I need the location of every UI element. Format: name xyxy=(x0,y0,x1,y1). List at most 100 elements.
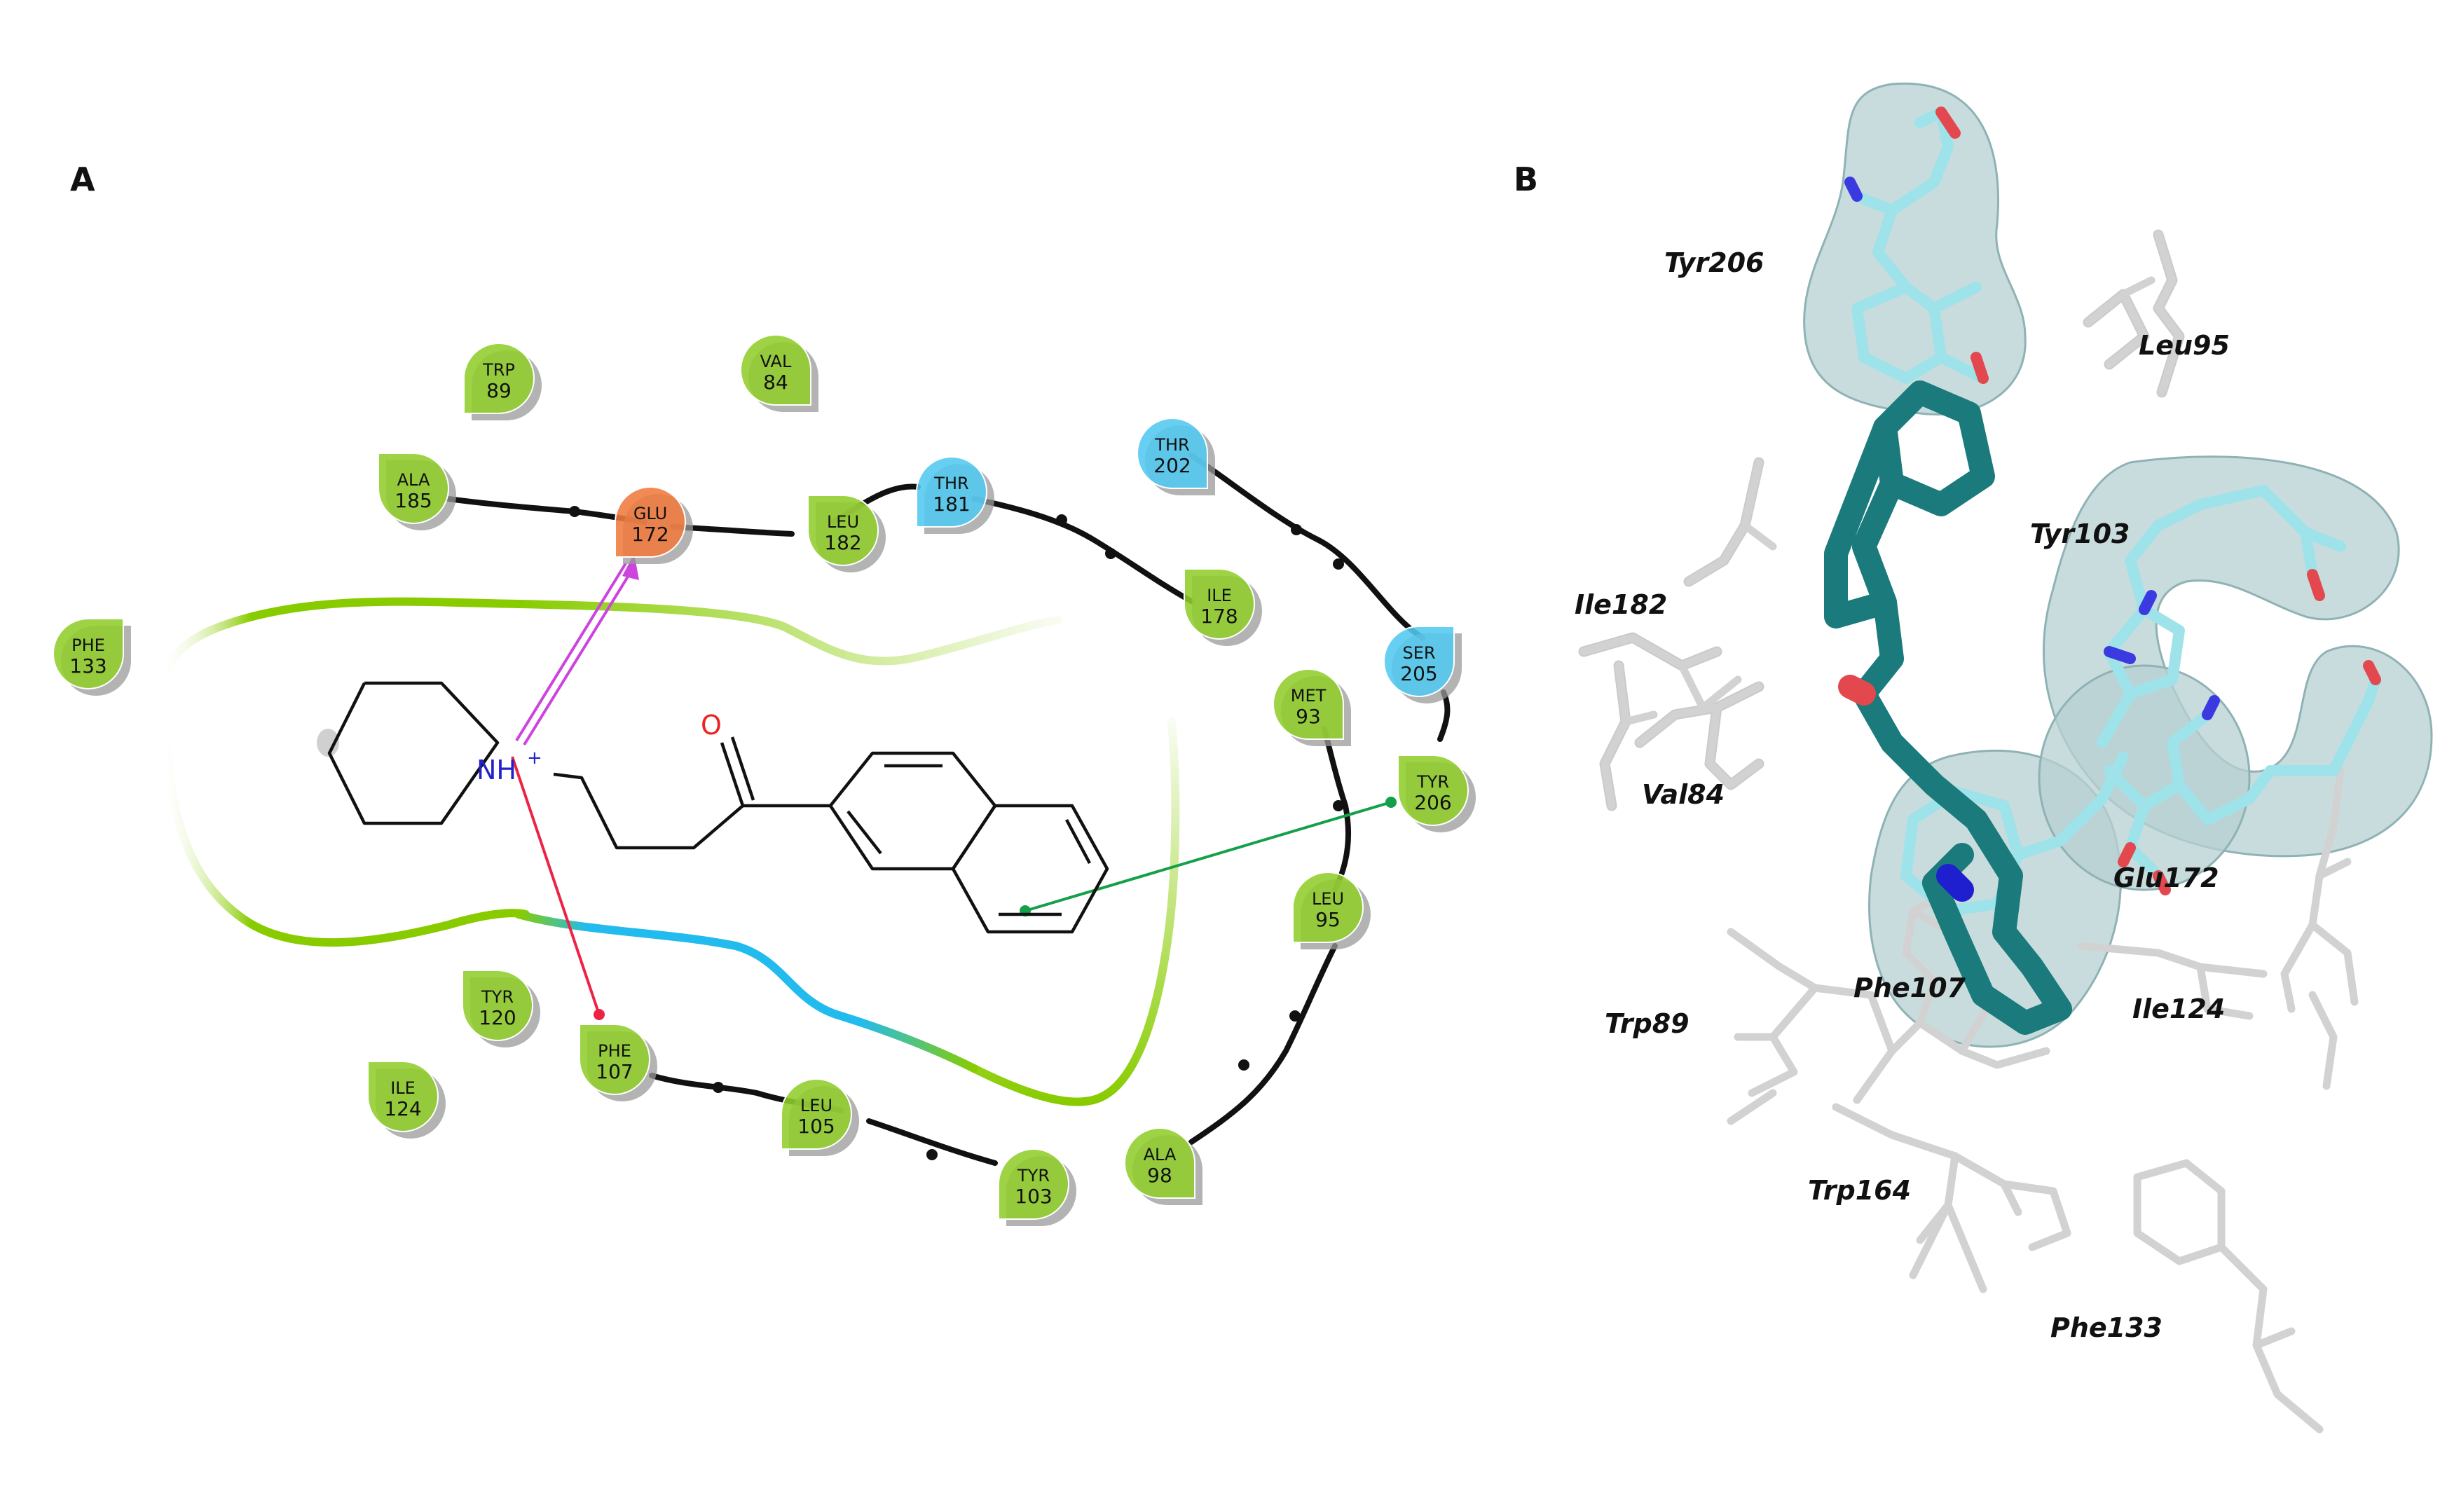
residue-name: ILE xyxy=(1207,586,1232,605)
residue-name: TRP xyxy=(482,360,515,380)
residue-number: 105 xyxy=(797,1115,835,1138)
residue-marker xyxy=(781,1078,852,1150)
residue-marker xyxy=(1397,755,1469,826)
residue-marker xyxy=(1383,626,1455,697)
residue-marker xyxy=(462,970,533,1041)
residue-name: VAL xyxy=(760,352,792,371)
tyr103-stick xyxy=(2097,485,2318,748)
residue-list: TRP89VAL84ALA185GLU172LEU182THR181THR202… xyxy=(53,334,1476,1226)
aromatic-inner-2 xyxy=(847,810,882,855)
label-phe107: Phe107 xyxy=(1853,973,1966,1003)
grey-residues xyxy=(1578,229,2359,1434)
solvent-exposure-mark xyxy=(317,729,339,757)
backbone-segment-10 xyxy=(866,1118,998,1166)
residue-name: PHE xyxy=(598,1041,631,1061)
pocket-top xyxy=(514,600,1062,666)
pocket-left-arc xyxy=(154,597,530,947)
residue-name: PHE xyxy=(71,635,105,655)
salt-bridge-line-2 xyxy=(523,566,635,746)
ligand-charge: + xyxy=(527,748,542,769)
residue-number: 206 xyxy=(1414,791,1451,814)
label-tyr206: Tyr206 xyxy=(1664,247,1764,278)
residue-name: TYR xyxy=(1416,772,1449,792)
residue-name: LEU xyxy=(1312,889,1344,909)
backbone-segment-5 xyxy=(1188,453,1425,640)
residue-marker xyxy=(579,1024,650,1095)
aromatic-inner-4 xyxy=(1065,818,1091,865)
pi-pi-end-residue xyxy=(1385,797,1397,808)
label-val84: Val84 xyxy=(1642,779,1725,810)
molecular-surfaces xyxy=(1803,82,2433,1048)
ile124-stick xyxy=(2280,767,2345,1013)
residue-name: ILE xyxy=(390,1078,416,1098)
residue-number: 95 xyxy=(1315,908,1341,931)
hbond-line xyxy=(511,756,601,1015)
residue-name: LEU xyxy=(800,1096,832,1115)
residue-marker xyxy=(1137,418,1208,489)
residue-name: ALA xyxy=(1144,1145,1177,1164)
surface-tyr206 xyxy=(1803,82,2027,415)
residue-number: 172 xyxy=(631,523,669,546)
residue-number: 98 xyxy=(1147,1164,1172,1187)
residue-number: 93 xyxy=(1296,705,1321,728)
ligand-nitrogen: NH xyxy=(477,755,516,785)
residue-marker xyxy=(53,618,124,689)
pocket-outline xyxy=(154,597,1180,1106)
residue-marker xyxy=(378,453,449,524)
ligand-3d-highlights xyxy=(1838,675,1974,902)
panel-b: B xyxy=(1514,82,2433,1434)
backbone-segment-8 xyxy=(1188,943,1338,1145)
ligand-3d xyxy=(1824,380,2072,1035)
residue-number: 182 xyxy=(824,531,861,554)
labels-3d: Tyr206 Leu95 Tyr103 Ile182 Val84 Glu172 … xyxy=(1575,247,2230,1343)
residue-number: 103 xyxy=(1015,1185,1052,1208)
residue-marker xyxy=(807,495,879,566)
residue-number: 181 xyxy=(933,493,970,516)
ligand-oxygen: O xyxy=(701,710,722,741)
label-ile124: Ile124 xyxy=(2132,994,2225,1024)
carbonyl-bond-1 xyxy=(720,742,745,806)
residue-name: TYR xyxy=(1017,1166,1050,1185)
pocket-bottom-right xyxy=(970,717,1180,1106)
label-ile182: Ile182 xyxy=(1575,589,1667,620)
label-glu172: Glu172 xyxy=(2113,862,2219,893)
residue-name: LEU xyxy=(827,512,859,532)
residue-marker xyxy=(1124,1127,1195,1199)
residue-name: GLU xyxy=(633,504,667,523)
residue-marker xyxy=(463,343,535,414)
backbone-segment-4 xyxy=(971,496,1194,604)
residue-number: 89 xyxy=(486,379,512,402)
interactions xyxy=(511,554,1397,1020)
label-tyr103: Tyr103 xyxy=(2030,518,2130,549)
residue-marker xyxy=(367,1061,439,1132)
alkyl-chain xyxy=(553,772,744,850)
glu172-stick xyxy=(2104,765,2164,881)
residue-name: SER xyxy=(1402,643,1435,663)
ligand-2d xyxy=(317,681,1109,934)
residue-name: THR xyxy=(1154,435,1189,455)
residue-name: ALA xyxy=(397,470,430,490)
leu95-stick xyxy=(2154,231,2184,397)
panel-a: A xyxy=(53,160,1476,1226)
residue-number: 205 xyxy=(1400,662,1437,685)
ligand-linker xyxy=(1852,535,1946,797)
residue-marker xyxy=(1292,872,1364,943)
ligand-piperidine xyxy=(1922,773,2072,1035)
residue-name: THR xyxy=(933,474,968,493)
residue-marker xyxy=(998,1148,1069,1220)
residue-number: 120 xyxy=(479,1006,516,1029)
